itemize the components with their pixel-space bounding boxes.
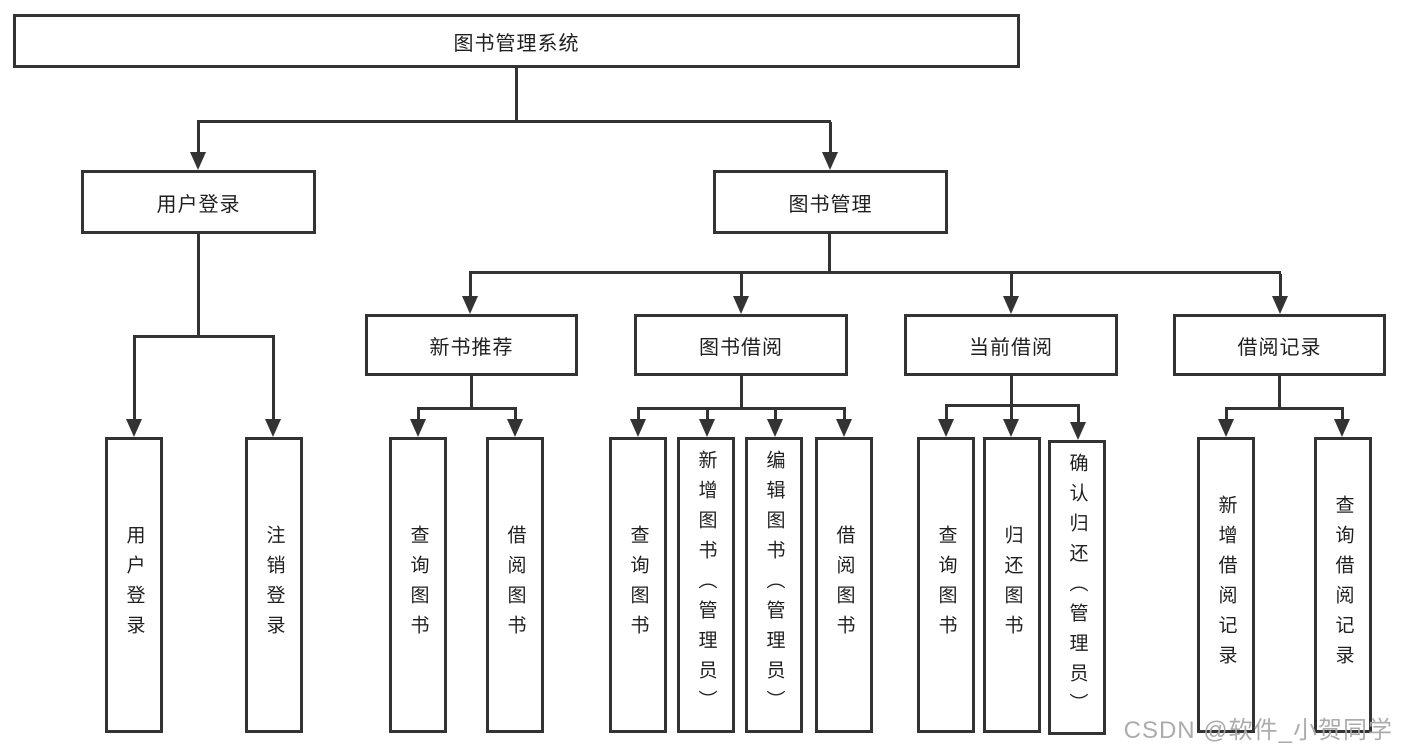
connector-root-bar bbox=[197, 120, 831, 123]
node-current-borrowing: 当前借阅 bbox=[904, 314, 1118, 376]
leaf-label: 借阅图书 bbox=[504, 525, 526, 645]
connector-newbook-bar bbox=[417, 407, 517, 410]
arrow-down-icon bbox=[1003, 274, 1020, 314]
leaf-label: 注销登录 bbox=[263, 525, 285, 645]
node-label: 图书管理 bbox=[788, 193, 873, 216]
node-label: 图书借阅 bbox=[699, 336, 783, 359]
leaf-confirm-return-admin: 确认归还（管理员） bbox=[1048, 440, 1106, 735]
node-new-book-recommend: 新书推荐 bbox=[365, 314, 578, 376]
leaf-query-books-recommend: 查询图书 bbox=[389, 437, 447, 733]
connector-user-stem bbox=[197, 234, 200, 338]
leaf-label: 用户登录 bbox=[123, 525, 145, 645]
arrow-down-icon bbox=[410, 410, 427, 437]
connector-borrow-bar bbox=[637, 407, 846, 410]
node-user-login: 用户登录 bbox=[81, 170, 316, 234]
leaf-query-books: 查询图书 bbox=[609, 437, 667, 733]
connector-records-bar bbox=[1225, 407, 1344, 410]
leaf-borrow-books-recommend: 借阅图书 bbox=[486, 437, 544, 733]
leaf-query-borrow-record: 查询借阅记录 bbox=[1314, 437, 1372, 733]
leaf-edit-books-admin: 编辑图书（管理员） bbox=[745, 437, 803, 733]
node-label: 图书管理系统 bbox=[453, 32, 580, 55]
node-borrow-records: 借阅记录 bbox=[1173, 314, 1386, 376]
arrow-down-icon bbox=[1003, 407, 1020, 437]
watermark: CSDN @软件_小贺同学 bbox=[1123, 717, 1393, 744]
leaf-label: 归还图书 bbox=[1001, 525, 1023, 645]
arrow-down-icon bbox=[836, 410, 853, 437]
arrow-down-icon bbox=[938, 407, 955, 437]
leaf-label: 查询图书 bbox=[407, 525, 429, 645]
node-label: 借阅记录 bbox=[1237, 336, 1322, 359]
leaf-add-books-admin: 新增图书（管理员） bbox=[677, 437, 735, 733]
arrow-down-icon bbox=[265, 338, 282, 437]
arrow-down-icon bbox=[1218, 410, 1235, 437]
node-label: 用户登录 bbox=[156, 193, 241, 216]
node-label: 当前借阅 bbox=[969, 336, 1053, 359]
connector-current-stem bbox=[1010, 376, 1013, 407]
connector-mgmt-stem bbox=[828, 234, 831, 273]
arrow-down-icon bbox=[507, 410, 524, 437]
leaf-label: 新增借阅记录 bbox=[1215, 495, 1237, 675]
arrow-down-icon bbox=[462, 274, 479, 314]
arrow-down-icon bbox=[190, 122, 207, 170]
leaf-label: 确认归还（管理员） bbox=[1066, 452, 1088, 723]
arrow-down-icon bbox=[630, 410, 647, 437]
arrow-down-icon bbox=[1070, 407, 1087, 440]
arrow-down-icon bbox=[767, 410, 784, 437]
node-library-system: 图书管理系统 bbox=[13, 14, 1020, 68]
node-book-management: 图书管理 bbox=[713, 170, 948, 234]
leaf-user-login: 用户登录 bbox=[105, 437, 163, 733]
connector-borrow-stem bbox=[740, 376, 743, 409]
connector-user-bar bbox=[133, 335, 275, 338]
connector-newbook-stem bbox=[470, 376, 473, 409]
arrow-down-icon bbox=[822, 122, 839, 170]
leaf-label: 借阅图书 bbox=[833, 525, 855, 645]
connector-records-stem bbox=[1278, 376, 1281, 409]
arrow-down-icon bbox=[1334, 410, 1351, 437]
leaf-label: 查询借阅记录 bbox=[1332, 495, 1354, 675]
node-label: 新书推荐 bbox=[429, 336, 514, 359]
arrow-down-icon bbox=[1272, 274, 1289, 314]
connector-mgmt-bar bbox=[469, 271, 1281, 274]
connector-root-stem bbox=[515, 68, 518, 123]
leaf-logout: 注销登录 bbox=[245, 437, 303, 733]
leaf-borrow-books: 借阅图书 bbox=[815, 437, 873, 733]
leaf-label: 新增图书（管理员） bbox=[695, 450, 717, 720]
arrow-down-icon bbox=[126, 338, 143, 437]
leaf-label: 查询图书 bbox=[935, 525, 957, 645]
node-book-borrowing: 图书借阅 bbox=[634, 314, 848, 376]
arrow-down-icon bbox=[733, 274, 750, 314]
leaf-query-books-current: 查询图书 bbox=[917, 437, 975, 733]
leaf-label: 查询图书 bbox=[627, 525, 649, 645]
arrow-down-icon bbox=[699, 410, 716, 437]
connector-current-bar bbox=[945, 404, 1080, 407]
leaf-add-borrow-record: 新增借阅记录 bbox=[1197, 437, 1255, 733]
leaf-return-books: 归还图书 bbox=[983, 437, 1041, 733]
leaf-label: 编辑图书（管理员） bbox=[763, 450, 785, 720]
